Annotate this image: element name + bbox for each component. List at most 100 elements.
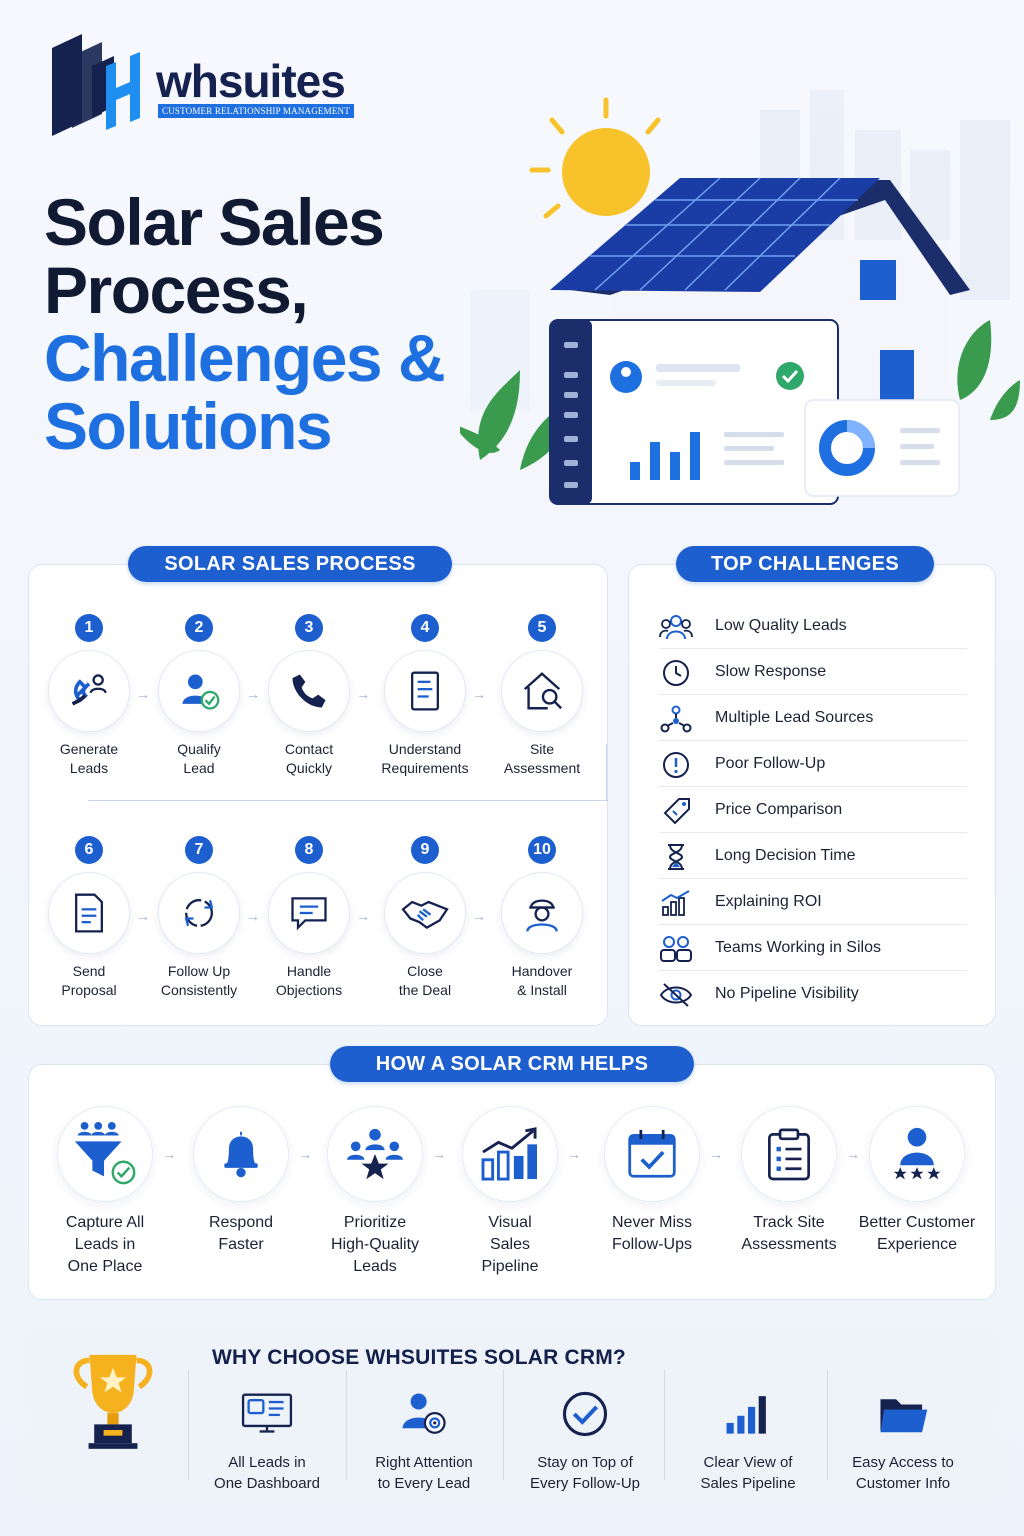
step-number: 1 bbox=[75, 614, 103, 642]
why-item: All Leads in One Dashboard bbox=[192, 1386, 342, 1494]
users-icon bbox=[659, 613, 693, 641]
step-label-line-2: the Deal bbox=[398, 982, 452, 998]
step-number: 7 bbox=[185, 836, 213, 864]
help-label-line-2: Assessments bbox=[741, 1236, 837, 1253]
why-heading: WHY CHOOSE WHSUITES SOLAR CRM? bbox=[212, 1346, 626, 1369]
step-number: 2 bbox=[185, 614, 213, 642]
step-label-line-1: Send bbox=[72, 963, 106, 979]
step-number: 5 bbox=[528, 614, 556, 642]
arrow-icon: → bbox=[246, 686, 260, 702]
calendar-check-icon bbox=[626, 1128, 678, 1180]
divider bbox=[346, 1370, 347, 1480]
step-icon-circle bbox=[158, 872, 240, 954]
why-label-line-1: Right Attention bbox=[375, 1454, 473, 1471]
house-search-icon bbox=[519, 668, 565, 714]
brand-name: whsuites bbox=[156, 55, 346, 107]
step-label: Close the Deal bbox=[366, 962, 484, 1000]
step-icon-circle bbox=[268, 872, 350, 954]
step-number: 10 bbox=[528, 836, 556, 864]
why-label-line-1: All Leads in bbox=[228, 1454, 306, 1471]
cycle-icon bbox=[177, 891, 221, 935]
why-label-line-2: One Dashboard bbox=[214, 1475, 320, 1492]
process-heading: SOLAR SALES PROCESS bbox=[128, 546, 452, 582]
why-label-line-1: Clear View of bbox=[703, 1454, 793, 1471]
title-line-2: Process, bbox=[44, 253, 309, 327]
step-label-line-2: Proposal bbox=[61, 982, 117, 998]
challenge-label: Price Comparison bbox=[715, 801, 843, 818]
challenge-item: Low Quality Leads bbox=[659, 603, 967, 649]
row-connector-end bbox=[606, 744, 607, 800]
help-icon-circle bbox=[604, 1106, 700, 1202]
challenge-item: Poor Follow-Up bbox=[659, 741, 967, 787]
step-label-line-1: Handle bbox=[286, 963, 332, 979]
why-label-line-2: to Every Lead bbox=[377, 1475, 471, 1492]
handshake-icon bbox=[399, 891, 451, 935]
help-label-line-1: Capture All bbox=[65, 1214, 145, 1231]
challenge-item: No Pipeline Visibility bbox=[659, 971, 967, 1017]
arrow-icon: → bbox=[709, 1146, 723, 1162]
challenge-item: Explaining ROI bbox=[659, 879, 967, 925]
chat-icon bbox=[287, 891, 331, 935]
step-label-line-1: Site bbox=[529, 741, 555, 757]
help-label-line-1: Better Customer bbox=[858, 1214, 976, 1231]
challenge-label: Multiple Lead Sources bbox=[715, 709, 874, 726]
step-icon-circle bbox=[158, 650, 240, 732]
bar-chart-icon bbox=[479, 1127, 541, 1181]
arrow-icon: → bbox=[356, 686, 370, 702]
step-label-line-1: Close bbox=[407, 963, 443, 979]
step-label-line-2: Quickly bbox=[286, 760, 332, 776]
help-icon-circle bbox=[869, 1106, 965, 1202]
step-icon-circle bbox=[501, 650, 583, 732]
why-item: Right Attention to Every Lead bbox=[349, 1386, 499, 1494]
step-label-line-2: Leads bbox=[69, 760, 109, 776]
magnet-icon bbox=[67, 669, 111, 713]
whsuites-logo-icon bbox=[52, 34, 140, 136]
divider bbox=[188, 1370, 189, 1480]
why-label: All Leads in One Dashboard bbox=[192, 1452, 342, 1494]
why-label: Right Attention to Every Lead bbox=[349, 1452, 499, 1494]
step-number: 9 bbox=[411, 836, 439, 864]
arrow-icon: → bbox=[846, 1146, 860, 1162]
arrow-icon: → bbox=[356, 908, 370, 924]
network-icon bbox=[659, 705, 693, 733]
funnel-icon bbox=[71, 1120, 139, 1188]
title-line-3: Challenges & bbox=[44, 321, 446, 395]
help-label-line-3: Leads bbox=[353, 1258, 397, 1275]
help-icon-circle bbox=[741, 1106, 837, 1202]
arrow-icon: → bbox=[472, 908, 486, 924]
step-icon-circle bbox=[48, 872, 130, 954]
brand-tagline: CUSTOMER RELATIONSHIP MANAGEMENT bbox=[158, 104, 354, 118]
row-connector bbox=[88, 800, 608, 801]
help-label-line-1: Visual bbox=[488, 1214, 532, 1231]
help-label-line-2: Follow-Ups bbox=[611, 1236, 692, 1253]
proposal-icon bbox=[67, 891, 111, 935]
help-icon-circle bbox=[193, 1106, 289, 1202]
step-number: 3 bbox=[295, 614, 323, 642]
phone-icon bbox=[287, 669, 331, 713]
eye-off-icon bbox=[659, 981, 693, 1009]
dashboard-icon bbox=[192, 1386, 342, 1442]
arrow-icon: → bbox=[136, 686, 150, 702]
help-label-line-2: Leads in bbox=[74, 1236, 136, 1253]
step-label-line-2: Assessment bbox=[503, 760, 581, 776]
trophy-icon bbox=[73, 1354, 153, 1449]
divider bbox=[503, 1370, 504, 1480]
